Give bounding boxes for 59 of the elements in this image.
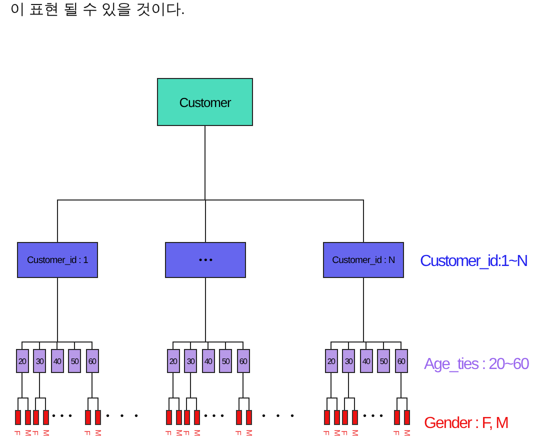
gender-label: F <box>391 430 400 436</box>
age-box: 20 <box>166 349 180 373</box>
age-box: 40 <box>202 349 214 373</box>
gender-label: M <box>93 430 102 436</box>
age-box: 30 <box>33 349 46 373</box>
age-box: 30 <box>184 349 197 373</box>
gender-label: M <box>350 430 358 436</box>
connector-line <box>363 278 402 350</box>
connector-line <box>92 372 98 410</box>
age-box: 20 <box>16 349 28 373</box>
entity-box: Customer <box>157 78 253 126</box>
gender-label: F <box>82 430 90 436</box>
ellipsis: • • • <box>262 412 298 422</box>
age-box: 20 <box>324 349 338 373</box>
connector-line <box>330 372 338 410</box>
connector-line <box>205 278 244 350</box>
age-box: 50 <box>219 349 232 373</box>
gender-label: F <box>321 430 330 436</box>
connector-line <box>400 372 408 410</box>
age-box: 60 <box>394 349 408 373</box>
connector-line <box>242 372 250 410</box>
connector-line <box>57 278 92 350</box>
connector-line <box>204 126 364 242</box>
age-box: 60 <box>86 349 98 373</box>
gender-label: F <box>233 430 242 436</box>
gender-label: M <box>332 430 340 436</box>
level-label: Age_ties : 20~60 <box>424 357 529 373</box>
ellipsis: • • • <box>363 412 384 422</box>
age-box: 40 <box>50 349 64 373</box>
age-box: 30 <box>342 349 355 373</box>
connector-line <box>190 372 197 410</box>
gender-label: M <box>23 430 32 436</box>
ellipsis: • • • <box>106 412 142 422</box>
gender-label: F <box>180 430 189 436</box>
gender-label: F <box>12 430 20 436</box>
gender-label: M <box>174 430 182 436</box>
gender-label: M <box>192 430 200 436</box>
body-text: 이 표현 될 수 있을 것이다. <box>10 2 186 17</box>
gender-label: M <box>402 430 410 436</box>
ellipsis: • • • <box>52 412 74 422</box>
connector-line <box>22 372 28 410</box>
age-box: 50 <box>377 349 390 373</box>
age-box: 40 <box>360 349 372 373</box>
age-box: 60 <box>236 349 250 373</box>
customer-id-box: • • • <box>165 242 246 278</box>
connector-line <box>348 372 355 410</box>
gender-label: F <box>163 430 172 436</box>
level-label: Gender : F, M <box>424 416 508 432</box>
ellipsis: • • • <box>204 412 226 422</box>
gender-label: M <box>40 430 49 436</box>
level-label: Customer_id:1~N <box>420 254 527 270</box>
gender-label: F <box>30 430 38 436</box>
customer-id-box: Customer_id : N <box>323 242 404 278</box>
gender-label: F <box>338 430 347 436</box>
connector-line <box>39 372 46 410</box>
age-box: 50 <box>68 349 81 373</box>
gender-label: M <box>244 430 252 436</box>
customer-id-box: Customer_id : 1 <box>17 242 98 278</box>
connector-line <box>172 372 180 410</box>
